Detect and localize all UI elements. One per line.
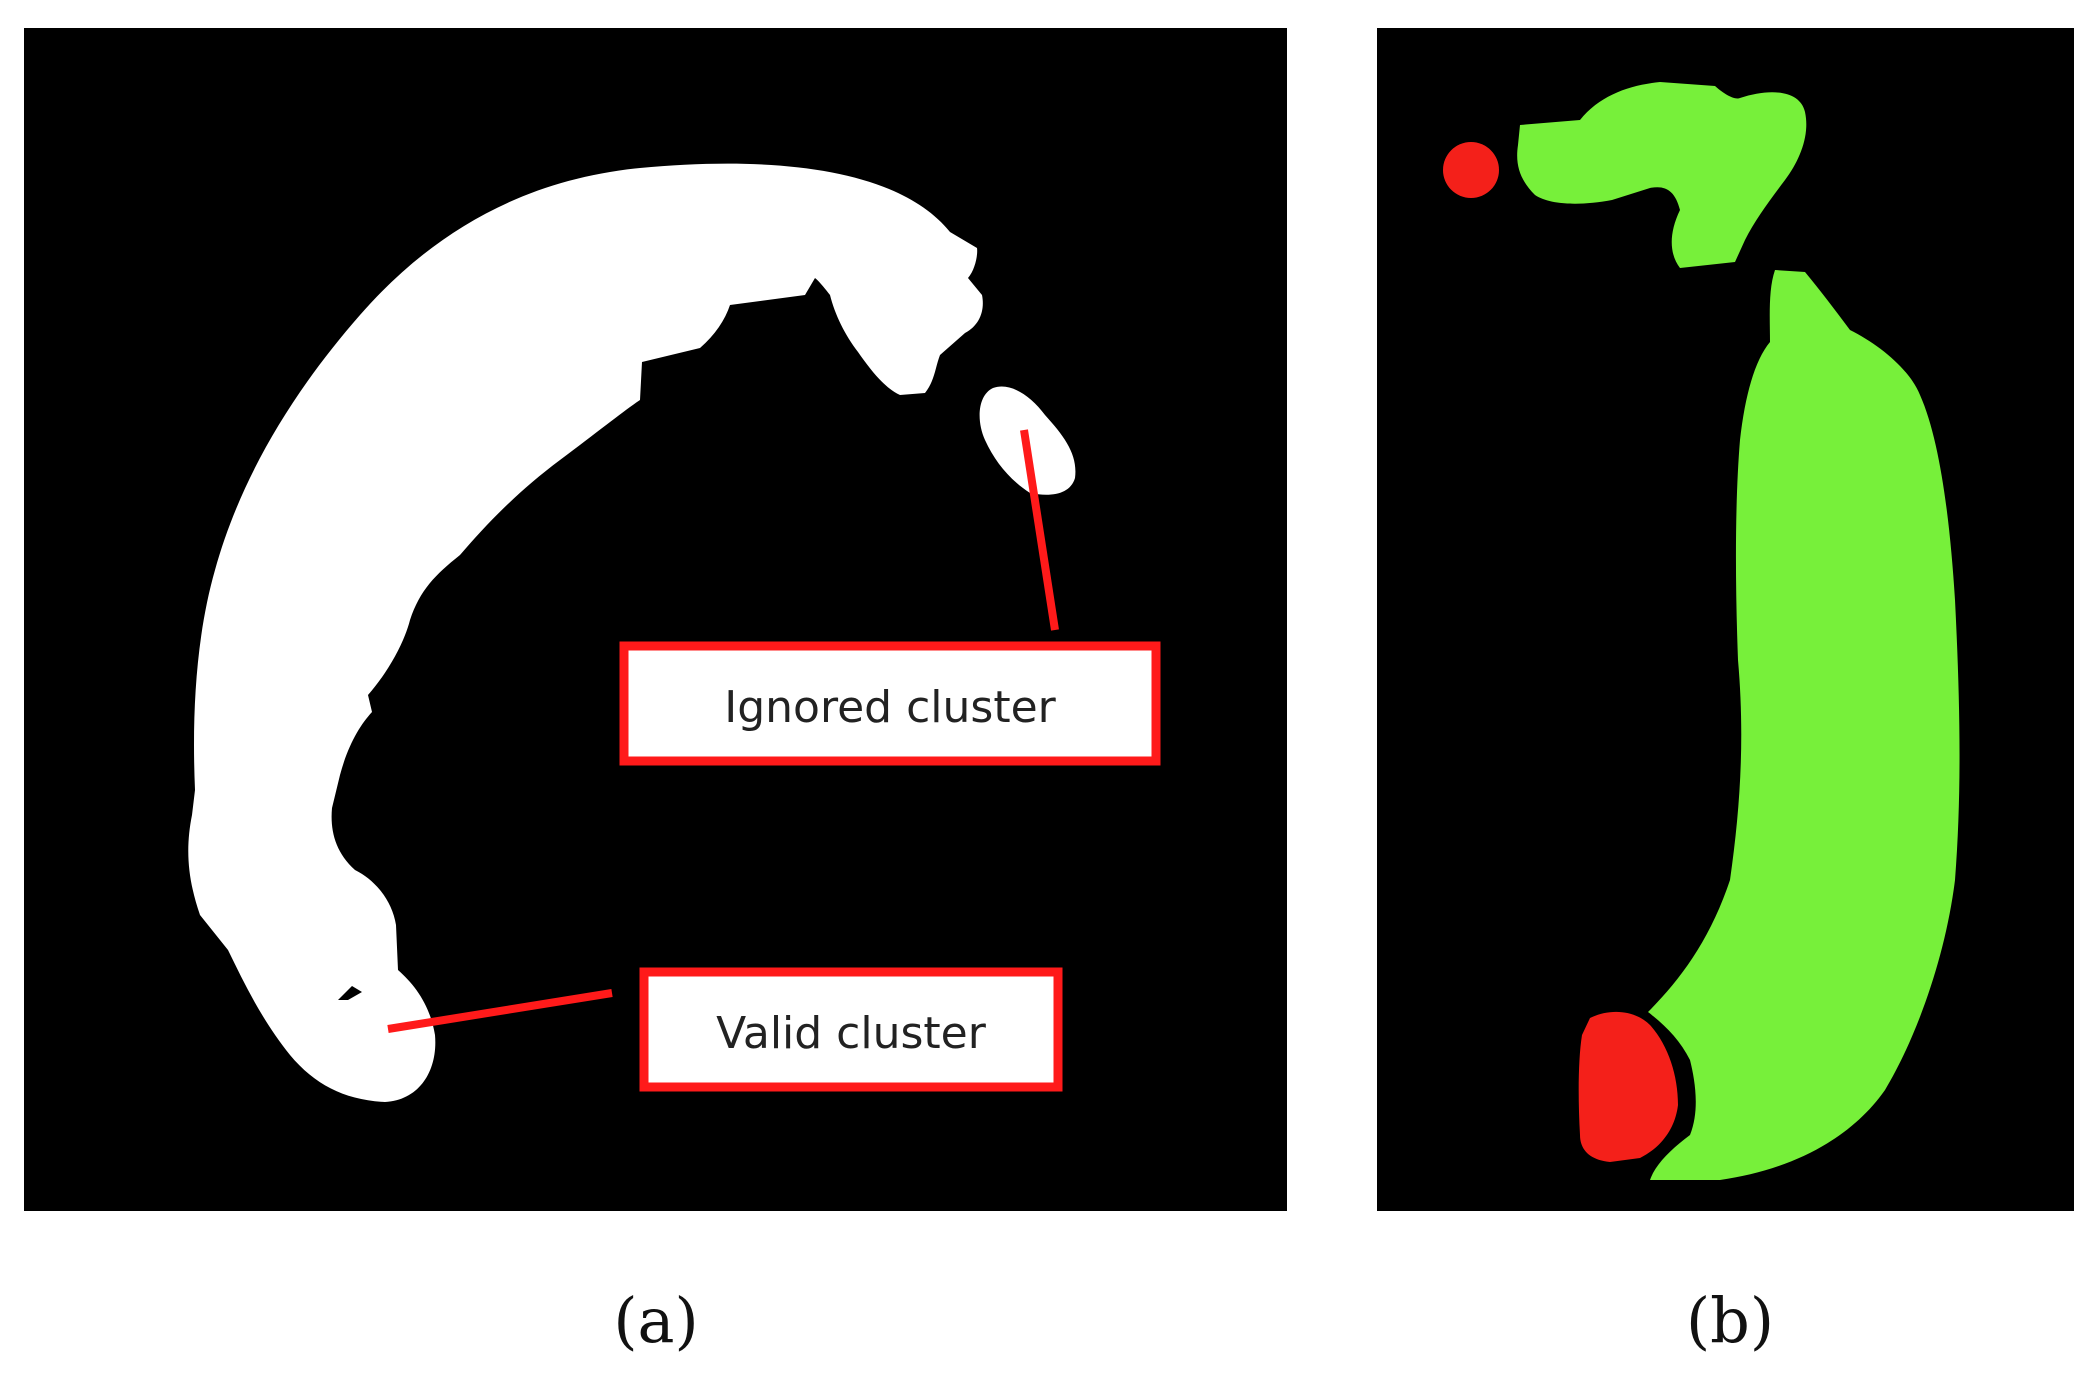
valid-cluster-label: Valid cluster <box>716 1008 987 1059</box>
valid-cluster-pointer <box>387 989 613 1033</box>
valid-cluster-box <box>639 967 1063 1092</box>
valid-cluster-notch <box>338 986 362 1000</box>
panel-b: (b) <box>1377 28 2074 1357</box>
ignored-cluster-box <box>619 641 1161 766</box>
valid-cluster-shape <box>188 163 983 1102</box>
ignored-cluster-label: Ignored cluster <box>724 682 1056 733</box>
rejected-cluster-bottom <box>1578 1011 1678 1162</box>
rejected-cluster-small <box>1443 142 1499 198</box>
panel-a: Ignored cluster Valid cluster (a) <box>24 28 1287 1357</box>
valid-region-top <box>1517 82 1807 268</box>
panel-b-caption: (b) <box>1686 1284 1774 1357</box>
valid-region-main <box>1648 270 1960 1180</box>
panel-a-caption: (a) <box>613 1284 698 1357</box>
ignored-cluster-pointer <box>1020 429 1059 631</box>
